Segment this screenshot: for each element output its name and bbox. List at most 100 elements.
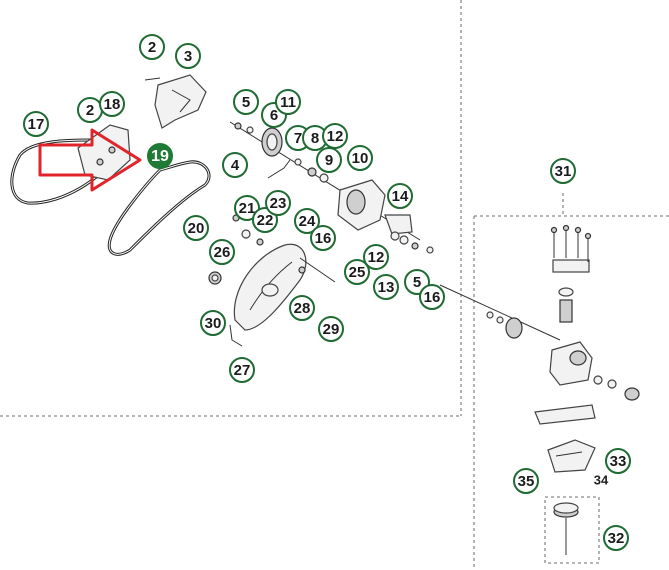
callout-circle <box>373 274 399 300</box>
callout-label: 14 <box>392 188 409 205</box>
callout-label: 2 <box>148 39 156 56</box>
callout-circle <box>99 91 125 117</box>
callout-circle <box>222 152 248 178</box>
callout-circle <box>200 310 226 336</box>
callout-label: 11 <box>280 94 296 111</box>
callout-25: 25 <box>344 259 370 285</box>
callout-16: 16 <box>419 284 445 310</box>
callout-10: 10 <box>347 145 373 171</box>
callout-label: 5 <box>242 94 250 111</box>
callout-label: 26 <box>214 244 231 261</box>
callout-circle <box>209 239 235 265</box>
dashed-box-32 <box>544 496 600 564</box>
callout-label: 35 <box>518 473 535 490</box>
callout-label: 28 <box>294 300 311 317</box>
callout-label: 16 <box>315 230 332 247</box>
belt-19 <box>107 160 211 256</box>
callout-label: 19 <box>151 148 169 165</box>
callout-label: 27 <box>234 362 251 379</box>
callout-label: 32 <box>608 530 625 547</box>
callout-circle <box>229 357 255 383</box>
callout-16: 16 <box>310 225 336 251</box>
callout-circle <box>234 195 260 221</box>
callout-label: 20 <box>188 220 205 237</box>
callout-label: 29 <box>323 321 340 338</box>
callout-label: 12 <box>327 128 344 145</box>
callout-3: 3 <box>175 43 201 69</box>
callout-35: 35 <box>513 468 539 494</box>
callout-circle <box>289 295 315 321</box>
callout-27: 27 <box>229 357 255 383</box>
callout-circle <box>419 284 445 310</box>
callout-label: 31 <box>555 163 572 180</box>
callout-circle <box>363 244 389 270</box>
housing-14 <box>337 179 434 254</box>
callout-circle <box>252 207 278 233</box>
callout-17: 17 <box>23 111 49 137</box>
callout-18: 18 <box>99 91 125 117</box>
callout-23: 23 <box>265 190 291 216</box>
callout-label: 25 <box>349 264 366 281</box>
callout-label: 16 <box>424 289 441 306</box>
callout-circle <box>318 316 344 342</box>
callout-4: 4 <box>222 152 248 178</box>
callout-13: 13 <box>373 274 399 300</box>
callout-label: 12 <box>368 249 385 266</box>
callout-label: 4 <box>231 157 240 174</box>
callout-circle <box>322 123 348 149</box>
callout-label: 7 <box>294 130 302 147</box>
callout-circle <box>605 448 631 474</box>
callout-2: 2 <box>77 97 103 123</box>
callout-circle <box>23 111 49 137</box>
plain-label-34: 34 <box>594 473 609 488</box>
callout-circle <box>265 190 291 216</box>
callout-circle <box>316 147 342 173</box>
callout-33: 33 <box>605 448 631 474</box>
callout-circle <box>147 143 173 169</box>
callout-11: 11 <box>275 89 301 115</box>
callout-label: 2 <box>86 102 94 119</box>
cover-3 <box>144 74 207 129</box>
callout-31: 31 <box>550 158 576 184</box>
callout-21: 21 <box>234 195 260 221</box>
callout-circle <box>233 89 259 115</box>
callout-label: 24 <box>299 213 316 230</box>
callout-label: 5 <box>413 274 421 291</box>
callout-22: 22 <box>252 207 278 233</box>
callout-28: 28 <box>289 295 315 321</box>
callout-32: 32 <box>603 525 629 551</box>
callout-26: 26 <box>209 239 235 265</box>
callout-label: 8 <box>311 130 319 147</box>
callout-label: 9 <box>325 152 333 169</box>
callout-14: 14 <box>387 183 413 209</box>
callout-circle <box>139 34 165 60</box>
callout-label: 13 <box>378 279 395 296</box>
small-parts-20-26 <box>208 214 336 285</box>
callout-circle <box>310 225 336 251</box>
callout-circle <box>183 215 209 241</box>
callout-label: 22 <box>257 212 274 229</box>
callout-label: 23 <box>270 195 287 212</box>
callout-5: 5 <box>233 89 259 115</box>
callout-label: 3 <box>184 48 192 65</box>
callout-circle <box>344 259 370 285</box>
callout-12: 12 <box>363 244 389 270</box>
callout-circle <box>175 43 201 69</box>
callout-label: 6 <box>270 107 278 124</box>
callout-circle <box>294 208 320 234</box>
callout-label: 21 <box>239 200 256 217</box>
callout-label: 18 <box>104 96 121 113</box>
callout-label: 30 <box>205 315 222 332</box>
callout-24: 24 <box>294 208 320 234</box>
callout-30: 30 <box>200 310 226 336</box>
callout-circle <box>387 183 413 209</box>
callout-29: 29 <box>318 316 344 342</box>
callout-19: 19 <box>147 143 173 169</box>
callout-circle <box>275 89 301 115</box>
callout-2: 2 <box>139 34 165 60</box>
belt-guard-27 <box>229 243 307 347</box>
callout-circle <box>603 525 629 551</box>
